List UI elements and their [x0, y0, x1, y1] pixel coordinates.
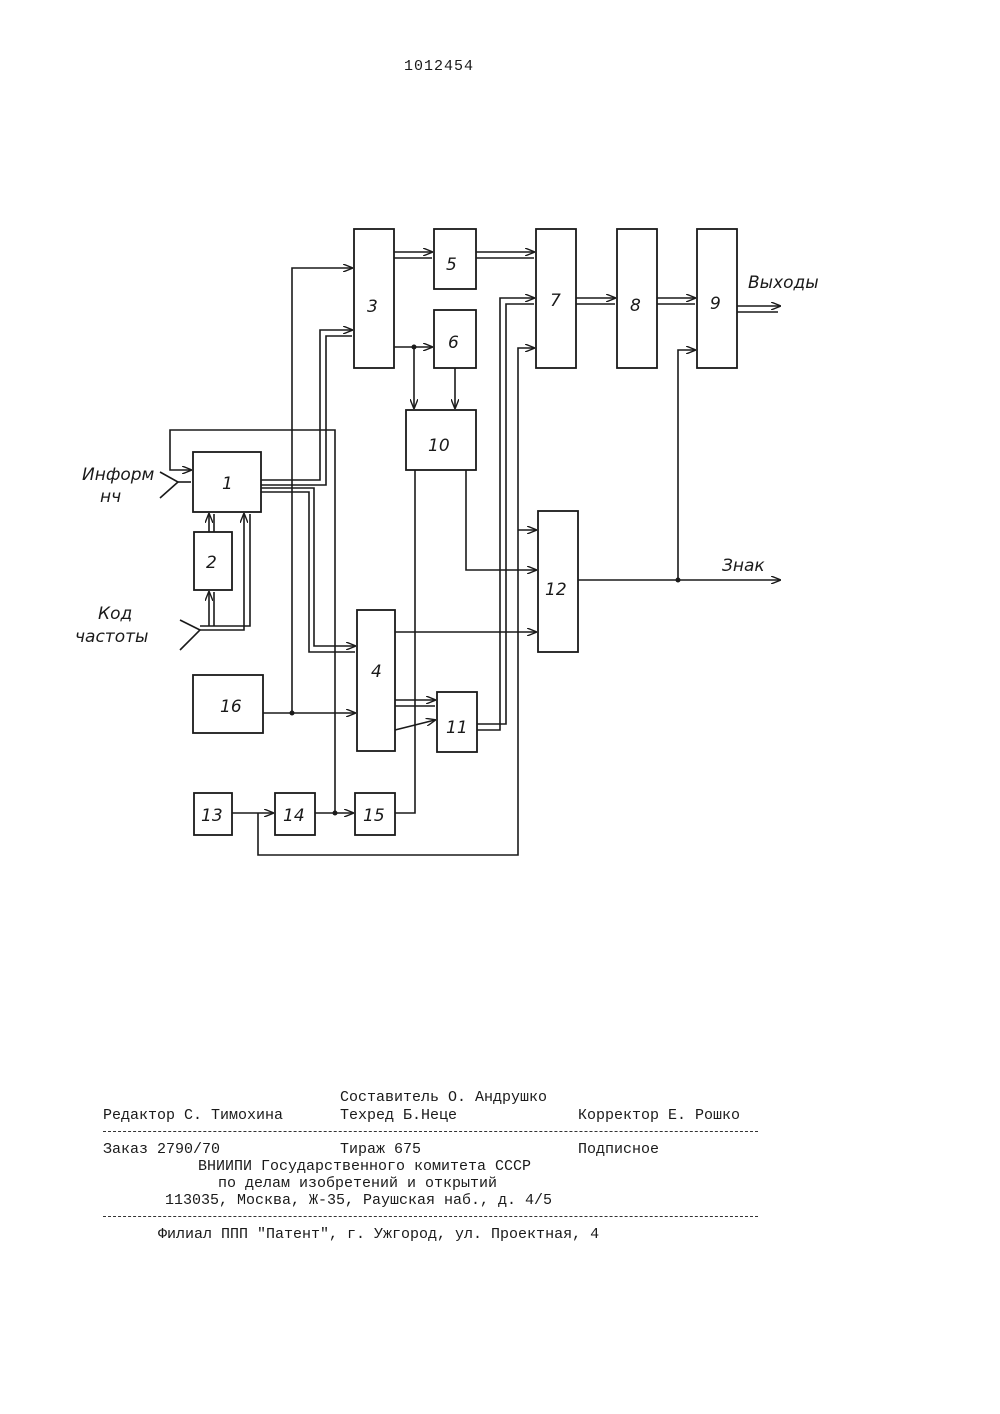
org-line-3: 113035, Москва, Ж-35, Раушская наб., д. …	[165, 1192, 552, 1209]
editor: Редактор С. Тимохина	[103, 1107, 283, 1124]
org-line-2: по делам изобретений и открытий	[218, 1175, 497, 1192]
order: Заказ 2790/70	[103, 1141, 220, 1158]
divider-bottom	[103, 1216, 758, 1217]
org-line-1: ВНИИПИ Государственного комитета СССР	[198, 1158, 531, 1175]
compiler: Составитель О. Андрушко	[340, 1089, 547, 1106]
techred: Техред Б.Неце	[340, 1107, 457, 1124]
branch: Филиал ППП "Патент", г. Ужгород, ул. Про…	[158, 1226, 599, 1243]
divider-top	[103, 1131, 758, 1132]
circulation: Тираж 675	[340, 1141, 421, 1158]
subscription: Подписное	[578, 1141, 659, 1158]
corrector: Корректор Е. Рошко	[578, 1107, 740, 1124]
